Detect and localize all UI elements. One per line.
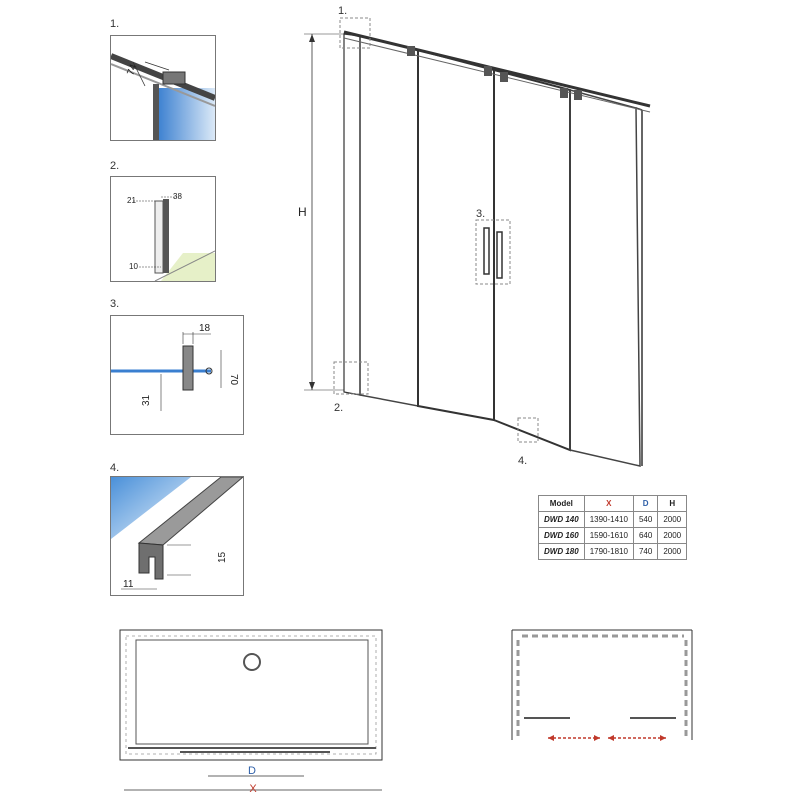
header-h: H (657, 495, 688, 512)
table-cell: 1590-1610 (583, 527, 634, 544)
dim-11-label: 11 (123, 579, 134, 590)
bracket (162, 71, 186, 85)
table-row: DWD 160 1590-1610 640 2000 (538, 527, 688, 544)
header-d: D (632, 495, 659, 512)
handle (182, 345, 194, 391)
roller (407, 46, 415, 56)
table-cell: 2000 (657, 527, 688, 544)
detail-4-drawing: 15 11 (111, 477, 243, 590)
dim-38-label: 38 (173, 192, 182, 201)
table-cell: 2000 (657, 511, 688, 528)
handle-right (496, 231, 503, 279)
callout-4-label: 4. (518, 455, 527, 467)
dim-74-label: 74 (125, 62, 139, 77)
left-wall-profile (343, 33, 361, 396)
height-label: H (298, 205, 307, 219)
detail-3-drawing: 18 70 31 (111, 323, 239, 411)
table-cell: 2000 (657, 543, 688, 560)
drain (243, 653, 261, 671)
roller (574, 90, 582, 100)
profile (153, 84, 159, 140)
dim-31-label: 31 (141, 394, 152, 406)
spec-table-header: Model X D H (538, 495, 688, 512)
fixed-panel-left (359, 35, 419, 407)
detail-1-panel: 74 (110, 35, 216, 141)
model-spec-table: Model X D H DWD 140 1390-1410 540 2000 D… (538, 495, 688, 560)
table-cell: 1390-1410 (583, 511, 634, 528)
table-row: DWD 180 1790-1810 740 2000 (538, 543, 688, 560)
floor-tray (161, 253, 215, 281)
seal-profile (138, 542, 164, 580)
dim-18-label: 18 (199, 323, 211, 334)
detail-4-label: 4. (110, 462, 120, 474)
roller (484, 66, 492, 76)
callout-box-1 (339, 17, 371, 49)
shower-tray (135, 639, 369, 745)
table-cell: 1790-1810 (583, 543, 634, 560)
plan-x-label: X (249, 783, 257, 795)
callout-2-label: 2. (334, 402, 343, 414)
wall-profile (154, 200, 164, 274)
detail-3-label: 3. (110, 298, 120, 310)
table-cell: DWD 180 (538, 543, 585, 560)
table-cell: 740 (632, 543, 659, 560)
detail-1-drawing: 74 (111, 53, 215, 140)
top-rail (343, 30, 651, 108)
dim-70-label: 70 (228, 374, 239, 386)
table-cell: 640 (632, 527, 659, 544)
detail-2-drawing: 21 38 10 (127, 192, 215, 281)
handle-left (483, 227, 490, 275)
roller (500, 72, 508, 82)
table-cell: DWD 140 (538, 511, 585, 528)
table-cell: DWD 160 (538, 527, 585, 544)
callout-box-3 (475, 219, 511, 285)
plan-outer-wall (119, 629, 383, 761)
roller (560, 88, 568, 98)
callout-box-4 (517, 417, 539, 443)
glass-pane (111, 477, 191, 539)
detail-2-panel: 21 38 10 (110, 176, 216, 282)
callout-1-label: 1. (338, 5, 347, 17)
fixed-panel-right (569, 89, 641, 467)
callout-3-label: 3. (476, 208, 485, 220)
glass-edge (163, 199, 169, 273)
header-x: X (583, 495, 634, 512)
detail-1-label: 1. (110, 18, 120, 30)
detail-3-panel: 18 70 31 (110, 315, 244, 435)
dim-21-label: 21 (127, 196, 136, 205)
plan-d-label: D (248, 765, 256, 777)
dim-10-label: 10 (129, 262, 138, 271)
header-model: Model (538, 495, 585, 512)
table-cell: 540 (632, 511, 659, 528)
sliding-door-left (417, 48, 495, 422)
dim-15-label: 15 (217, 551, 228, 563)
detail-4-panel: 15 11 (110, 476, 244, 596)
detail-2-label: 2. (110, 160, 120, 172)
sliding-door-right (493, 68, 571, 452)
callout-box-2 (333, 361, 369, 395)
table-row: DWD 140 1390-1410 540 2000 (538, 511, 688, 528)
